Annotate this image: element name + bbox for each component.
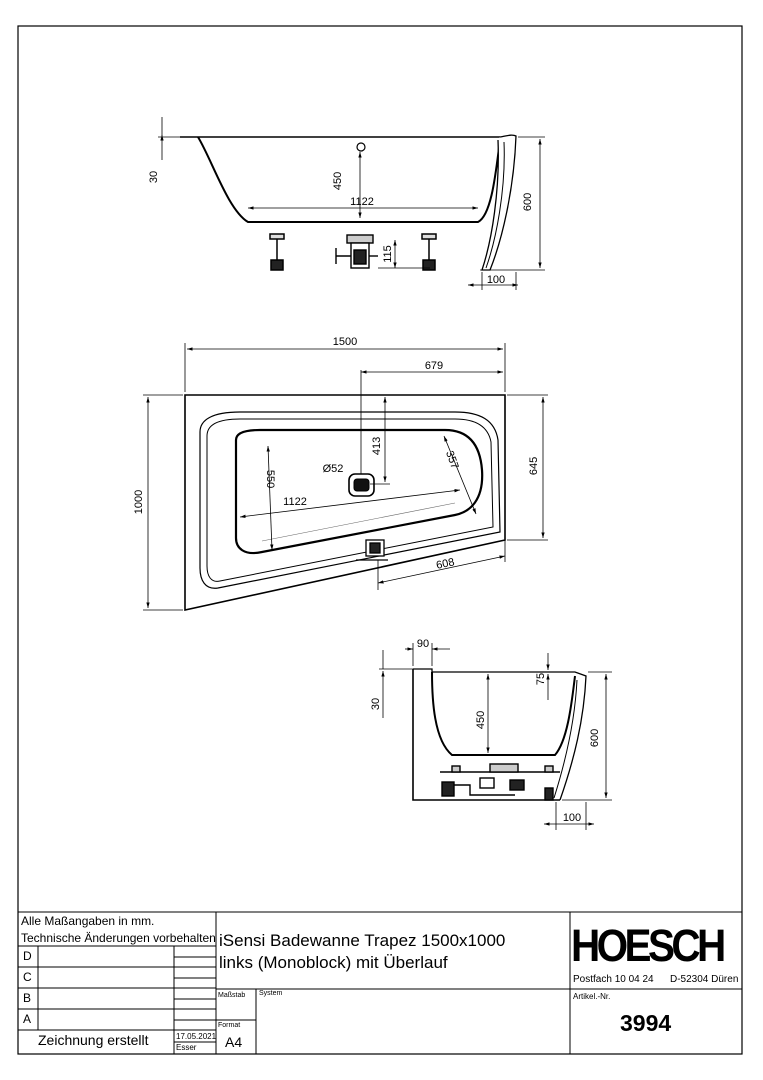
end-dim-offset: 75	[535, 673, 547, 685]
top-dim-end-width: 357	[443, 449, 461, 470]
side-dim-depth: 450	[332, 172, 344, 190]
revision-c: C	[23, 970, 32, 984]
top-dim-drain-dia: Ø52	[323, 463, 344, 475]
end-view-drain	[441, 777, 554, 801]
article-number-label: Artikel.-Nr.	[573, 992, 611, 1001]
end-view-dimensions	[379, 643, 612, 830]
drawing-title-line2: links (Monoblock) mit Überlauf	[219, 953, 448, 972]
side-view-feet	[269, 233, 437, 271]
side-dim-foot: 115	[382, 245, 394, 263]
side-view-dimensions	[158, 117, 545, 290]
side-dim-skirt: 100	[487, 274, 505, 286]
end-view-labels: 30 90 75 450 600 100	[370, 638, 601, 824]
top-dim-inner-length: 1122	[283, 496, 307, 508]
side-dim-inner-length: 1122	[350, 196, 374, 208]
end-dim-lip: 90	[417, 638, 429, 650]
top-view-overflow	[356, 539, 388, 561]
end-dim-rim: 30	[370, 698, 382, 710]
note-technical-changes: Technische Änderungen vorbehalten	[21, 931, 216, 945]
side-view-labels: 30 450 1122 600 115 100	[148, 171, 534, 286]
top-dim-drain-x: 679	[425, 360, 443, 372]
system-label: System	[259, 990, 283, 997]
drawing-author: Esser	[176, 1043, 197, 1052]
drawing-title-line1: iSensi Badewanne Trapez 1500x1000	[219, 931, 506, 950]
side-dim-height: 600	[522, 193, 534, 211]
end-dim-skirt: 100	[563, 812, 581, 824]
address-city: D-52304 Düren	[670, 974, 739, 985]
end-dim-height: 600	[589, 729, 601, 747]
top-dim-side: 645	[528, 457, 540, 475]
note-dimensions-mm: Alle Maßangaben in mm.	[21, 914, 155, 928]
revision-a: A	[23, 1012, 32, 1026]
brand-logo: HOESCH	[571, 920, 726, 971]
end-dim-depth: 450	[475, 711, 487, 729]
revision-d: D	[23, 949, 32, 963]
title-block-grid	[18, 911, 742, 1054]
drawing-created-label: Zeichnung erstellt	[38, 1032, 149, 1048]
end-view	[379, 643, 612, 830]
address-postfach: Postfach 10 04 24	[573, 974, 654, 985]
top-view	[143, 343, 548, 611]
top-dim-inner-width: 550	[264, 470, 276, 488]
sheet-frame	[17, 25, 743, 1055]
format-label: Format	[218, 1022, 241, 1029]
side-dim-rim: 30	[148, 171, 160, 183]
article-number: 3994	[620, 1010, 672, 1036]
revision-b: B	[23, 991, 32, 1005]
top-dim-width: 1000	[133, 490, 145, 514]
top-dim-length: 1500	[333, 336, 357, 348]
scale-label: Maßstab	[218, 992, 246, 999]
side-view	[158, 117, 545, 290]
drawing-date: 17.05.2021	[176, 1032, 217, 1041]
top-dim-overflow: 608	[435, 556, 455, 572]
side-view-drain	[335, 234, 378, 269]
end-view-frame	[440, 763, 560, 773]
top-view-labels: 1500 679 413 1000 645 550 1122 357 Ø52 6…	[133, 336, 540, 572]
format-value: A4	[225, 1034, 243, 1050]
top-view-dimensions	[143, 343, 548, 611]
top-dim-drain-y: 413	[371, 437, 383, 455]
